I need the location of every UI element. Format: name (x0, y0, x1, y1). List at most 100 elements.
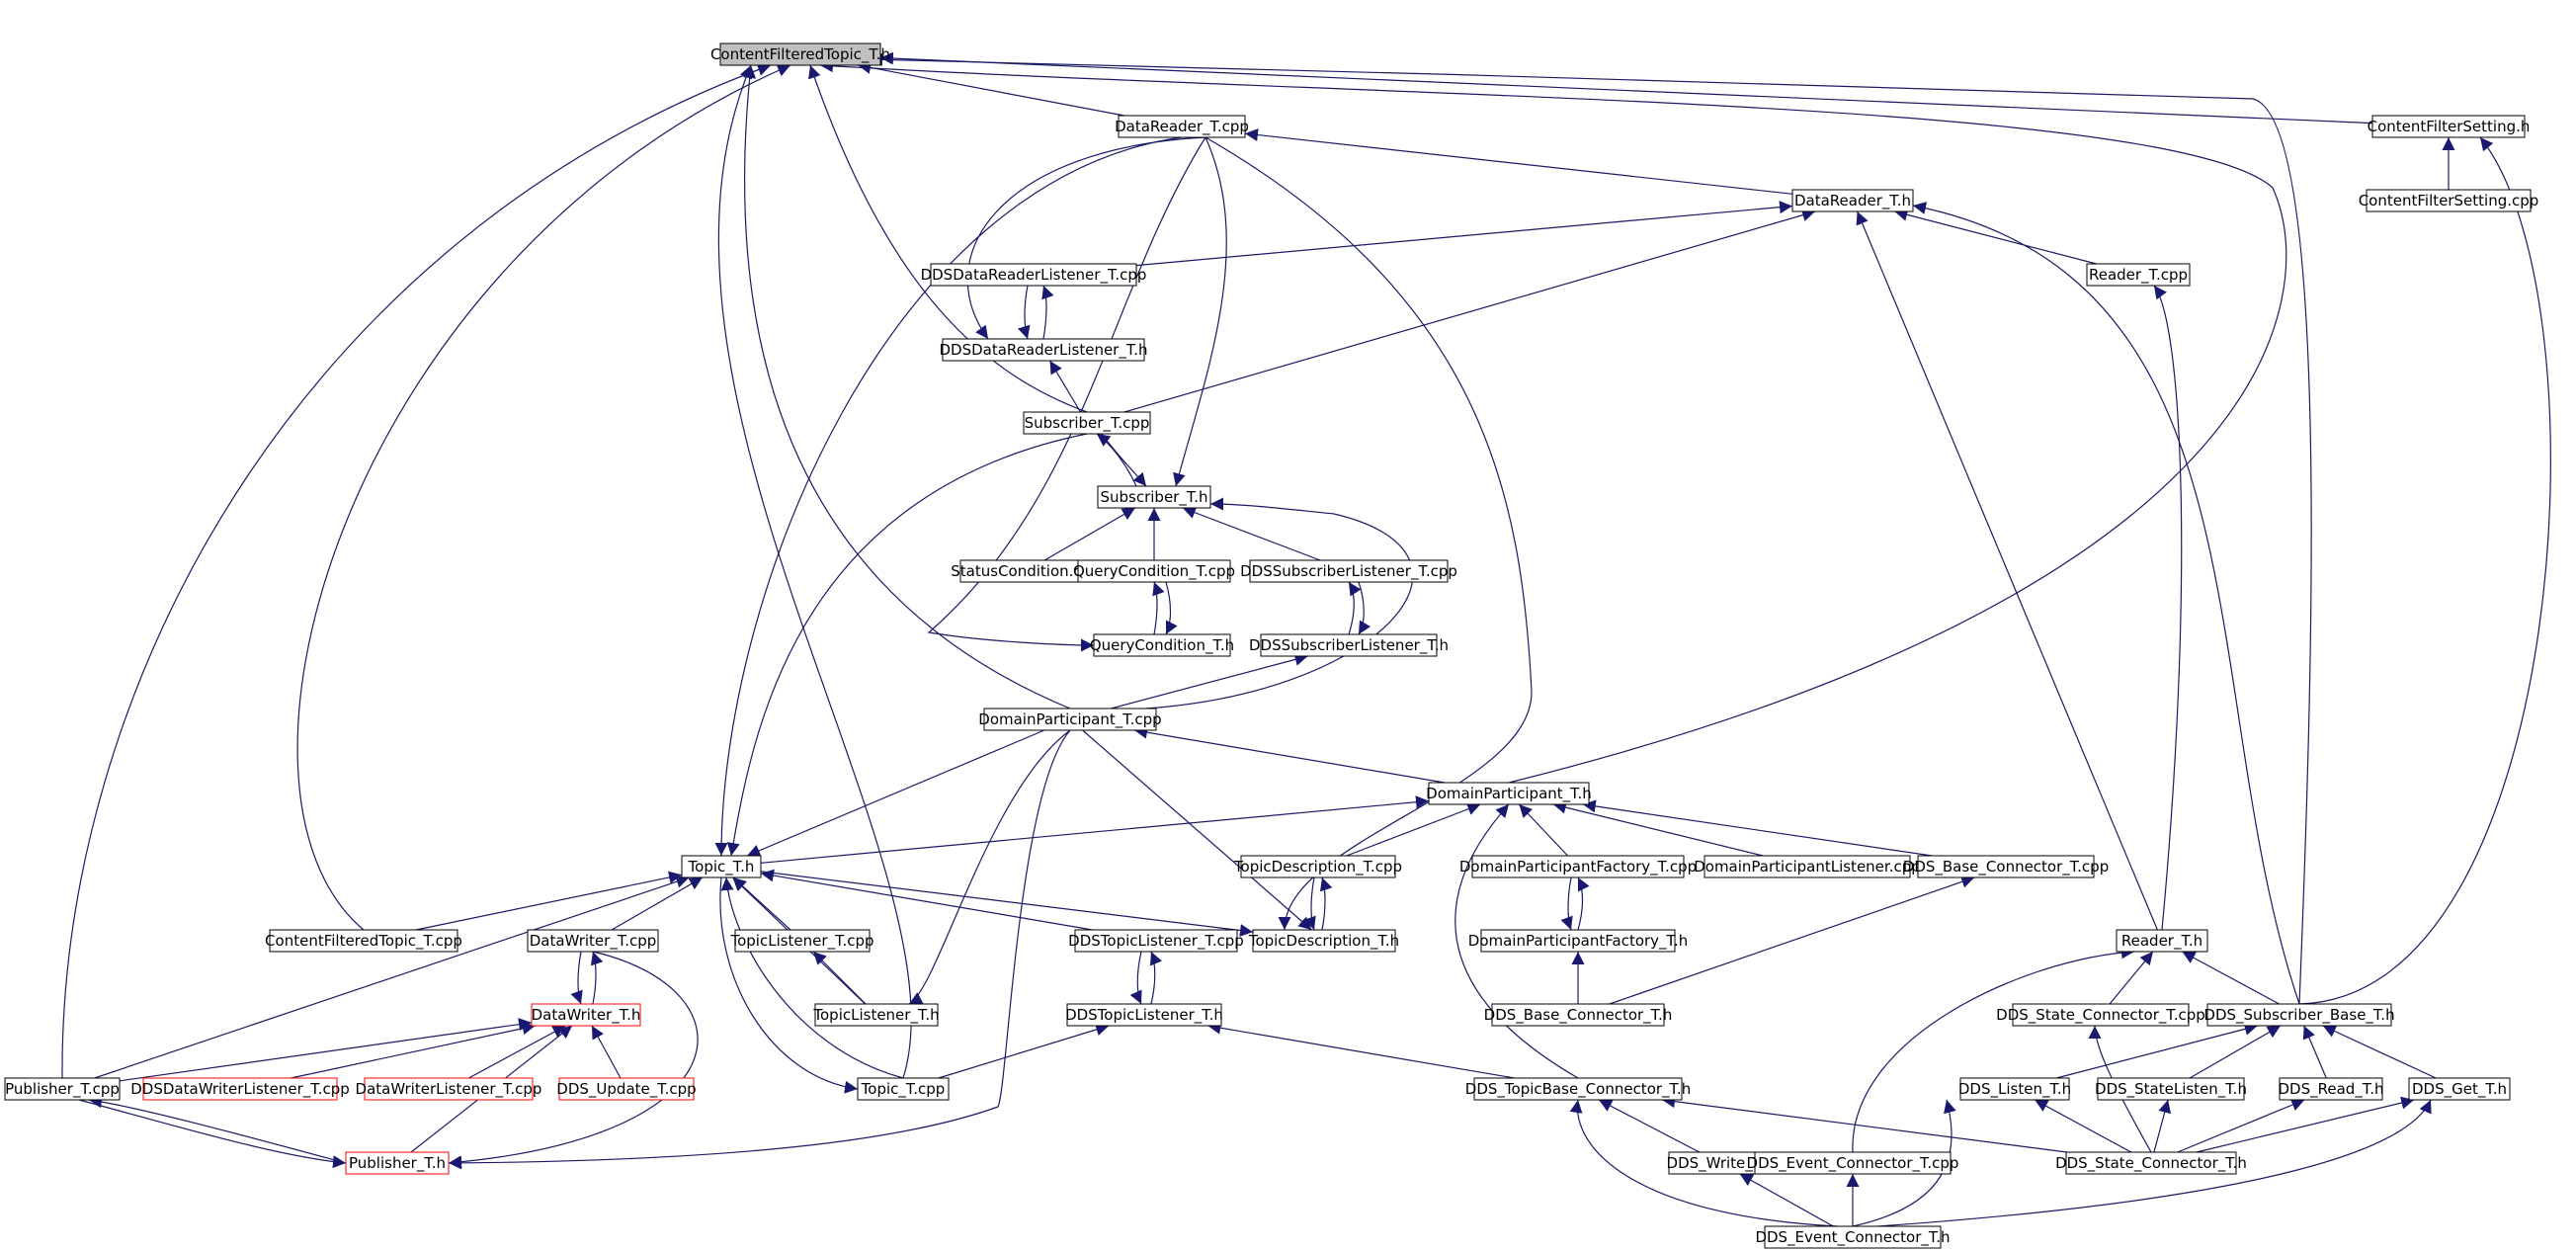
node-box (1428, 782, 1590, 805)
node-box (734, 929, 871, 953)
node-label: DDS_Get_T.h (2412, 1080, 2507, 1099)
edge-dsc_h-to-read_h (2177, 1098, 2305, 1153)
edge-cfs_h-to-cft_h (879, 51, 2373, 125)
edge-reader_cpp-to-dr_h (1894, 208, 2097, 265)
node-label: DDS_Read_T.h (2279, 1080, 2384, 1099)
edge-dec_h-to-write_h (1739, 1173, 1834, 1227)
graph-node-ddssl-h[interactable]: DDSSubscriberListener_T.h (1249, 633, 1449, 657)
graph-node-dbc-cpp[interactable]: DDS_Base_Connector_T.cpp (1903, 855, 2109, 878)
graph-node-statelisten-h[interactable]: DDS_StateListen_T.h (2095, 1077, 2247, 1101)
edge-topic_h-to-dp_h (760, 795, 1430, 864)
edge-sub_h-to-sub_cpp (1096, 433, 1137, 487)
edge-dr_cpp-to-qc_h (927, 136, 1206, 652)
graph-node-sub-h[interactable]: Subscriber_T.h (1097, 485, 1211, 509)
graph-node-get-h[interactable]: DDS_Get_T.h (2408, 1077, 2511, 1101)
edge-dec_h-to-dtbc_h (1569, 1099, 1839, 1227)
graph-node-listen-h[interactable]: DDS_Listen_T.h (1958, 1077, 2071, 1101)
graph-node-qc-cpp[interactable]: QueryCondition_T.cpp (1073, 559, 1235, 583)
node-label: QueryCondition_T.cpp (1073, 562, 1235, 581)
graph-node-sub-cpp[interactable]: Subscriber_T.cpp (1023, 411, 1151, 435)
node-label: DDS_State_Connector_T.cpp (1996, 1006, 2205, 1025)
node-box (2012, 1003, 2190, 1027)
graph-node-dwl-cpp[interactable]: DataWriterListener_T.cpp (356, 1077, 542, 1101)
graph-node-dds-upd[interactable]: DDS_Update_T.cpp (556, 1077, 697, 1101)
graph-node-dsc-h[interactable]: DDS_State_Connector_T.h (2055, 1151, 2247, 1175)
graph-node-ddsdwl-cpp[interactable]: DDSDataWriterListener_T.cpp (130, 1077, 350, 1101)
node-label: DDSDataWriterListener_T.cpp (130, 1080, 350, 1099)
node-box (142, 1077, 338, 1101)
graph-node-ddsdrl-h[interactable]: DDSDataReaderListener_T.h (939, 338, 1148, 362)
edge-statcond-to-sub_h (1043, 507, 1136, 561)
node-box (1260, 633, 1438, 657)
node-label: DDSDataReaderListener_T.cpp (921, 266, 1147, 285)
graph-node-topic-h[interactable]: Topic_T.h (681, 855, 762, 878)
edge-dp_cpp-to-sub_h (1145, 497, 1414, 709)
edge-pub_cpp-to-pub_h (78, 1099, 347, 1169)
graph-node-dp-cpp[interactable]: DomainParticipant_T.cpp (978, 708, 1162, 731)
graph-node-cft-cpp[interactable]: ContentFilteredTopic_T.cpp (265, 929, 462, 953)
edge-dsb_h-to-cft_h (869, 52, 2312, 1005)
graph-node-dr-cpp[interactable]: DataReader_T.cpp (1115, 115, 1249, 138)
graph-node-dpl-cpp[interactable]: DomainParticipantListener.cpp (1694, 855, 1921, 878)
graph-node-dtbc-h[interactable]: DDS_TopicBase_Connector_T.h (1465, 1077, 1691, 1101)
node-label: DDS_Write_T.h (1667, 1154, 1775, 1173)
edge-topic_cpp-to-topic_h (720, 876, 904, 1079)
graph-node-pub-cpp[interactable]: Publisher_T.cpp (4, 1077, 121, 1101)
graph-node-dec-h[interactable]: DDS_Event_Connector_T.h (1755, 1225, 1951, 1249)
graph-node-dpf-cpp[interactable]: DomainParticipantFactory_T.cpp (1459, 855, 1697, 878)
graph-node-td-cpp[interactable]: TopicDescription_T.cpp (1233, 855, 1402, 878)
node-box (2086, 263, 2191, 287)
graph-node-dp-h[interactable]: DomainParticipant_T.h (1426, 782, 1592, 805)
graph-node-qc-h[interactable]: QueryCondition_T.h (1090, 633, 1234, 657)
edge-dec_h-to-listen_h (1852, 1099, 1956, 1227)
graph-node-reader-cpp[interactable]: Reader_T.cpp (2086, 263, 2191, 287)
node-box (2408, 1077, 2511, 1101)
node-label: DDSDataReaderListener_T.h (939, 341, 1147, 360)
graph-node-td-h[interactable]: TopicDescription_T.h (1248, 929, 1399, 953)
edge-dw_cpp-to-topic_h (611, 876, 704, 931)
node-label: Topic_T.h (688, 858, 755, 876)
graph-node-topic-cpp[interactable]: Topic_T.cpp (857, 1077, 950, 1101)
graph-node-read-h[interactable]: DDS_Read_T.h (2279, 1077, 2384, 1101)
edge-dsc_h-to-dtbc_h (1662, 1095, 2067, 1153)
graph-node-dec-cpp[interactable]: DDS_Event_Connector_T.cpp (1747, 1151, 1959, 1175)
graph-node-dr-h[interactable]: DataReader_T.h (1791, 189, 1914, 212)
node-label: ContentFilterSetting.cpp (2359, 192, 2539, 209)
graph-node-cfs-cpp[interactable]: ContentFilterSetting.cpp (2359, 189, 2539, 212)
graph-node-dw-h[interactable]: DataWriter_T.h (531, 1003, 641, 1027)
edge-dp_cpp-to-pub_h (448, 729, 1071, 1170)
graph-node-dsb-h[interactable]: DDS_Subscriber_Base_T.h (2203, 1003, 2395, 1027)
node-box (930, 263, 1137, 287)
graph-node-ddstl-cpp[interactable]: DDSTopicListener_T.cpp (1068, 929, 1244, 953)
edge-td_h-to-td_cpp (1319, 876, 1333, 931)
graph-node-dsc-cpp[interactable]: DDS_State_Connector_T.cpp (1996, 1003, 2205, 1027)
graph-node-ddsdrl-cpp[interactable]: DDSDataReaderListener_T.cpp (921, 263, 1147, 287)
graph-node-pub-h[interactable]: Publisher_T.h (345, 1151, 450, 1175)
graph-node-write-h[interactable]: DDS_Write_T.h (1667, 1151, 1775, 1175)
graph-node-tl-h[interactable]: TopicListener_T.h (812, 1003, 940, 1027)
graph-node-statcond[interactable]: StatusCondition.cpp (951, 559, 1101, 583)
edge-dbc_cpp-to-dp_h (1582, 799, 1933, 857)
edge-listen_h-to-dsb_h (2056, 1022, 2258, 1079)
graph-node-tl-cpp[interactable]: TopicListener_T.cpp (729, 929, 874, 953)
node-box (1491, 1003, 1665, 1027)
node-box (1077, 559, 1231, 583)
graph-node-dw-cpp[interactable]: DataWriter_T.cpp (527, 929, 659, 953)
node-label: ContentFilteredTopic_T.h (710, 45, 890, 64)
graph-node-ddstl-h[interactable]: DDSTopicListener_T.h (1065, 1003, 1223, 1027)
node-box (1791, 189, 1914, 212)
edge-td_cpp-to-td_h (1303, 876, 1316, 931)
node-label: DDSTopicListener_T.cpp (1068, 932, 1244, 951)
edge-write_h-to-dtbc_h (1598, 1099, 1701, 1153)
edge-dr_cpp-to-ddsdrl_h (966, 136, 1206, 340)
graph-node-reader-h[interactable]: Reader_T.h (2116, 929, 2208, 953)
graph-node-dpf-h[interactable]: DomainParticipantFactory_T.h (1468, 929, 1688, 953)
graph-node-dbc-h[interactable]: DDS_Base_Connector_T.h (1484, 1003, 1673, 1027)
graph-node-cfs-h[interactable]: ContentFilterSetting.h (2368, 115, 2531, 138)
node-box (983, 708, 1157, 731)
edge-dp_h-to-cft_h (819, 59, 2287, 784)
node-box (2371, 115, 2526, 138)
edge-dpf_cpp-to-dp_h (1518, 803, 1569, 857)
node-box (1023, 411, 1151, 435)
graph-node-ddssl-cpp[interactable]: DDSSubscriberListener_T.cpp (1240, 559, 1457, 583)
